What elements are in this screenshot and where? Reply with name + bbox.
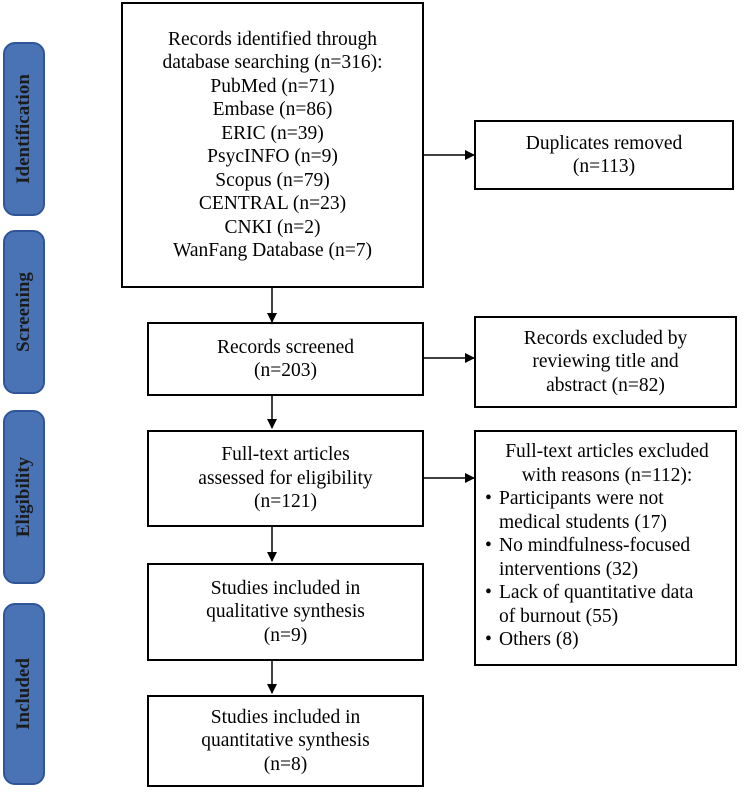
exclusion-reason-text: Others (8)	[499, 629, 579, 650]
fulltext-assessed-line: assessed for eligibility	[198, 467, 373, 489]
fulltext-assessed-line: Full-text articles	[221, 444, 350, 466]
records-screened-count: (n=203)	[254, 360, 317, 381]
phase-identification: Identification	[3, 42, 45, 216]
quantitative-synthesis-box: Studies included in quantitative synthes…	[147, 695, 424, 787]
records-excluded-line: Records excluded by	[523, 327, 688, 349]
qualitative-synthesis-box: Studies included in qualitative synthesi…	[147, 563, 424, 661]
exclusion-reason: • No mindfulness-focused	[485, 534, 690, 558]
duplicates-removed-count: (n=113)	[572, 156, 636, 177]
exclusion-reason: • Participants were not	[485, 487, 664, 511]
phase-eligibility: Eligibility	[3, 410, 45, 584]
quantitative-synthesis-line: quantitative synthesis	[201, 730, 370, 752]
records-identified-box: Records identified through database sear…	[121, 2, 424, 288]
exclusion-reason-text: medical students (17)	[499, 511, 667, 533]
records-identified-line: Records identified through	[167, 28, 378, 50]
fulltext-assessed-box: Full-text articles assessed for eligibil…	[147, 430, 424, 527]
source-embase: Embase (n=86)	[212, 99, 333, 120]
fulltext-excluded-title: with reasons (n=112):	[521, 464, 693, 486]
records-excluded-line: reviewing title and	[532, 351, 679, 373]
records-identified-line: database searching (n=316):	[162, 52, 383, 73]
phase-eligibility-label: Eligibility	[13, 456, 34, 538]
source-central: CENTRAL (n=23)	[198, 193, 347, 214]
exclusion-reason: • Others (8)	[485, 628, 579, 652]
source-eric: ERIC (n=39)	[221, 122, 324, 144]
source-psycinfo: PsycINFO (n=9)	[207, 146, 338, 167]
quantitative-synthesis-count: (n=8)	[263, 753, 308, 775]
qualitative-synthesis-line: qualitative synthesis	[206, 601, 365, 623]
phase-screening: Screening	[3, 230, 45, 394]
quantitative-synthesis-line: Studies included in	[210, 706, 361, 728]
phase-identification-label: Identification	[13, 74, 34, 184]
fulltext-assessed-count: (n=121)	[254, 491, 317, 513]
bullet-icon: •	[485, 535, 492, 556]
records-screened-line: Records screened	[217, 336, 354, 358]
duplicates-removed-line: Duplicates removed	[525, 132, 683, 154]
exclusion-reason-text: No mindfulness-focused	[499, 535, 691, 556]
source-pubmed: PubMed (n=71)	[210, 75, 335, 97]
qualitative-synthesis-count: (n=9)	[263, 624, 308, 646]
bullet-icon: •	[485, 582, 492, 603]
exclusion-reason-text: interventions (32)	[499, 558, 639, 580]
exclusion-reason: • Lack of quantitative data	[485, 581, 693, 605]
exclusion-reason-text: Participants were not	[499, 488, 664, 509]
source-scopus: Scopus (n=79)	[215, 169, 330, 191]
fulltext-excluded-box: Full-text articles excluded with reasons…	[474, 430, 737, 666]
bullet-icon: •	[485, 629, 492, 650]
bullet-icon: •	[485, 488, 492, 509]
phase-included-label: Included	[13, 658, 34, 730]
source-wanfang: WanFang Database (n=7)	[173, 240, 372, 261]
duplicates-removed-box: Duplicates removed (n=113)	[474, 120, 734, 190]
exclusion-reason-text: of burnout (55)	[499, 605, 619, 627]
records-excluded-count: abstract (n=82)	[546, 374, 665, 396]
records-screened-box: Records screened (n=203)	[147, 322, 424, 396]
fulltext-excluded-title: Full-text articles excluded	[505, 441, 709, 462]
phase-included: Included	[3, 603, 45, 785]
qualitative-synthesis-line: Studies included in	[210, 577, 361, 599]
exclusion-reason-text: Lack of quantitative data	[499, 582, 694, 603]
source-cnki: CNKI (n=2)	[224, 216, 321, 238]
records-excluded-box: Records excluded by reviewing title and …	[474, 316, 737, 408]
phase-screening-label: Screening	[13, 272, 34, 352]
